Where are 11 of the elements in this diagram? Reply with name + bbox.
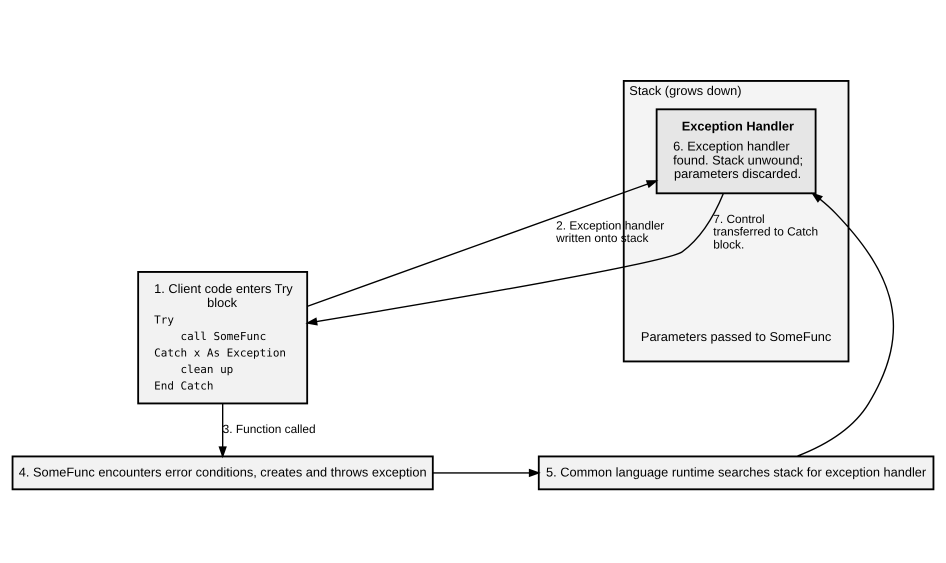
arrow: [218, 404, 227, 458]
arrow: [307, 180, 658, 308]
arrow: [433, 468, 541, 478]
arrow: [796, 192, 894, 457]
node-box: Exception Handler 6. Exception handler found. Stack unwound; parameters discarded.: [656, 108, 817, 194]
label: Parameters passed to SomeFunc: [640, 329, 832, 344]
node-box: 1. Client code enters Try block Try call SomeFunc Catch x As Exception clean up End Catch: [137, 271, 308, 404]
node-box: 4. SomeFunc encounters error conditions, creates and throws exception: [12, 456, 434, 490]
edge-label: 7. Control transferred to Catch block.: [713, 212, 818, 252]
node-box: 5. Common language runtime searches stack for exception handler: [538, 456, 934, 490]
arrow: [305, 193, 724, 326]
